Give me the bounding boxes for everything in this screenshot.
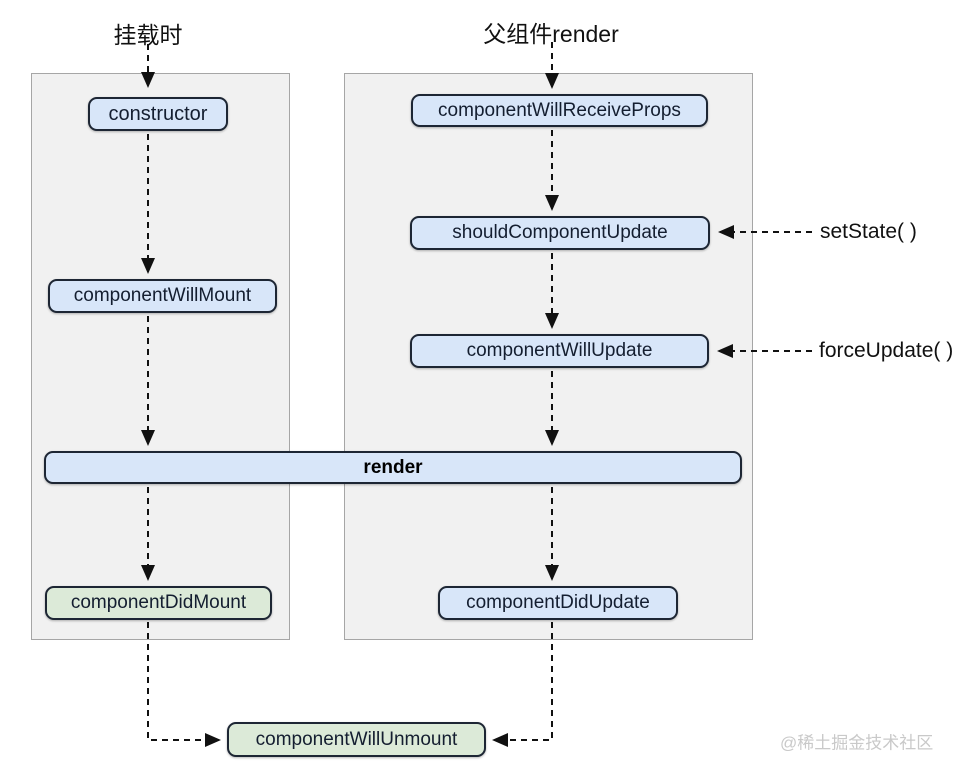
watermark: @稀土掘金技术社区 [780, 733, 934, 753]
box-should-component-update: shouldComponentUpdate [410, 216, 710, 250]
box-component-will-receive-props: componentWillReceiveProps [411, 94, 708, 127]
box-render: render [44, 451, 742, 484]
box-constructor: constructor [88, 97, 228, 131]
box-component-did-mount: componentDidMount [45, 586, 272, 620]
box-component-did-update: componentDidUpdate [438, 586, 678, 620]
mount-column-title: 挂载时 [113, 22, 183, 48]
parent-render-column-title: 父组件render [483, 21, 619, 47]
mount-phase-panel [31, 73, 290, 640]
box-component-will-unmount: componentWillUnmount [227, 722, 486, 757]
box-component-will-update: componentWillUpdate [410, 334, 709, 368]
forceupdate-label: forceUpdate( ) [819, 339, 954, 362]
setstate-label: setState( ) [820, 220, 917, 243]
box-component-will-mount: componentWillMount [48, 279, 277, 313]
